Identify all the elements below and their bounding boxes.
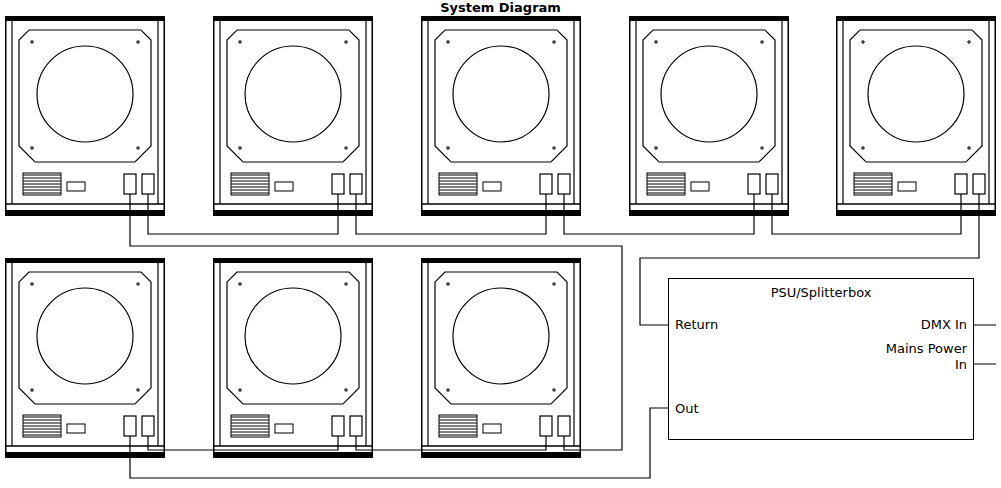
- port-label: Out: [675, 401, 699, 417]
- port-label: Mains Power In: [885, 341, 967, 373]
- box-title: PSU/Splitterbox: [669, 285, 973, 301]
- port-label: DMX In: [877, 317, 967, 333]
- diagram-title: System Diagram: [0, 0, 1001, 15]
- fixture: [5, 16, 996, 458]
- psu-splitter-box: PSU/SplitterboxReturn DMX In Mains Power I…: [668, 278, 974, 440]
- cable: [130, 194, 996, 478]
- port-label: Return: [675, 317, 718, 333]
